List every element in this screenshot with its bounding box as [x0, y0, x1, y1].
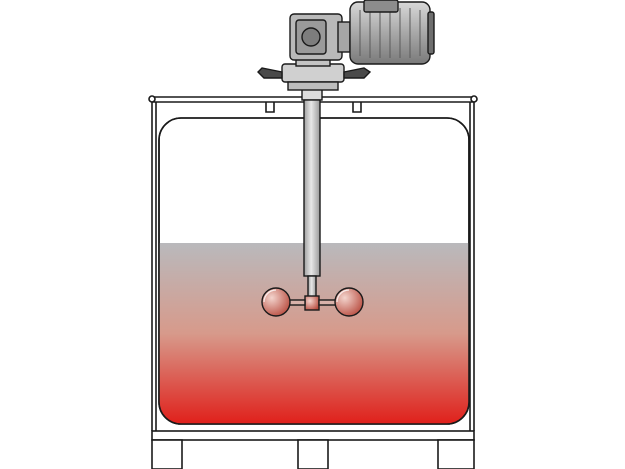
impeller-blade-right: [334, 287, 364, 317]
motor-end-cap: [427, 11, 435, 55]
pallet-top-board: [151, 430, 475, 441]
clamp-handle-left: [257, 67, 283, 79]
tote-cage: [148, 95, 478, 431]
motor-terminal-box: [363, 0, 399, 13]
agitator-shaft: [301, 87, 323, 303]
clamp-handles: [257, 67, 372, 79]
pallet-base: [151, 430, 475, 469]
clamp-handle-right: [343, 67, 372, 79]
pallet-foot-right: [437, 439, 475, 469]
gearbox: [289, 13, 351, 61]
impeller-hub: [304, 295, 320, 311]
pallet-foot-left: [151, 439, 183, 469]
electric-motor: [349, 0, 435, 65]
impeller-blade-left: [261, 287, 291, 317]
pallet-foot-center: [297, 439, 329, 469]
mounting-clamp: [281, 57, 345, 91]
folding-impeller: [261, 287, 364, 317]
